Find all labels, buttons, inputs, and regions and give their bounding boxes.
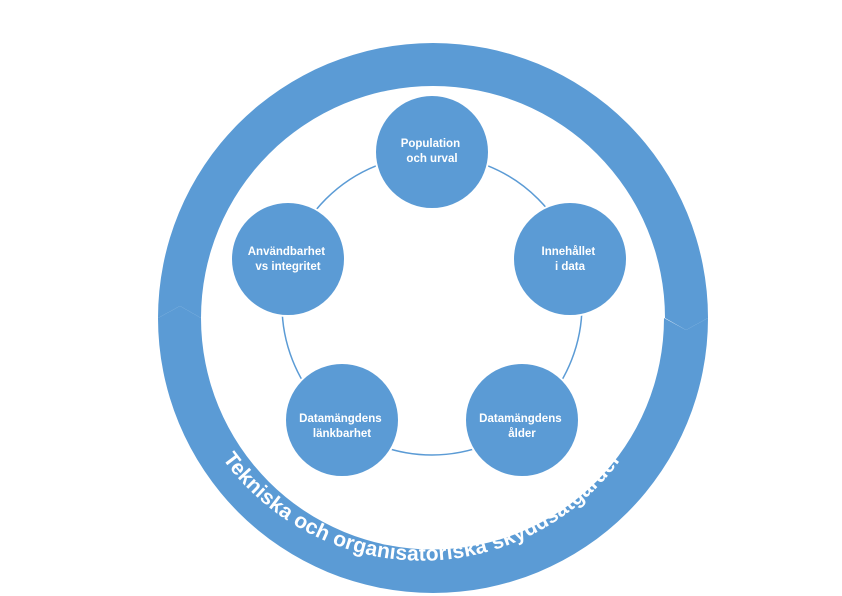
outer-ring-bottom-arc	[158, 306, 708, 593]
node-usability-circle	[230, 201, 346, 317]
node-linkability-label: Datamängdens länkbarhet	[299, 413, 385, 440]
outer-ring-top-arc	[158, 43, 708, 330]
node-linkability: Datamängdens länkbarhet	[284, 362, 400, 478]
node-age-circle	[464, 362, 580, 478]
node-linkability-circle	[284, 362, 400, 478]
node-content: Innehållet i data	[512, 201, 628, 317]
node-content-circle	[512, 201, 628, 317]
node-usability: Användbarhet vs integritet	[230, 201, 346, 317]
node-content-label: Innehållet i data	[542, 246, 599, 273]
node-usability-label: Användbarhet vs integritet	[248, 246, 329, 273]
node-age: Datamängdens ålder	[464, 362, 580, 478]
node-population-circle	[374, 94, 490, 210]
node-population: Population och urval	[374, 94, 490, 210]
node-age-label: Datamängdens ålder	[479, 413, 565, 440]
node-population-label: Population och urval	[401, 138, 464, 165]
